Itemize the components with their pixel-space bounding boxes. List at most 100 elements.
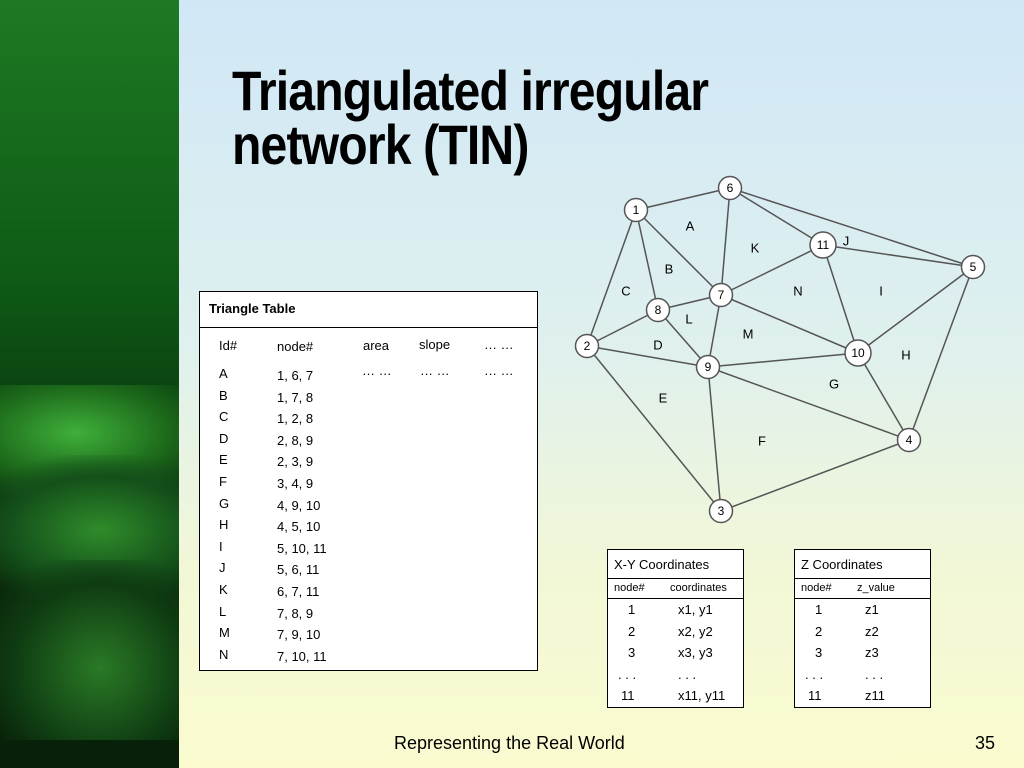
tin-node-label: 9 bbox=[705, 360, 712, 374]
xy-value-cell: x3, y3 bbox=[678, 645, 713, 660]
tin-node-circle bbox=[623, 197, 649, 223]
triangle-label: D bbox=[653, 338, 662, 353]
header-slope: slope bbox=[419, 337, 451, 352]
triangle-label: C bbox=[621, 284, 630, 299]
header-area: area bbox=[363, 338, 390, 353]
triangle-label: N bbox=[793, 284, 802, 299]
tin-node: 3 bbox=[708, 498, 734, 524]
xy-value-cell: x2, y2 bbox=[678, 623, 713, 639]
triangle-label: G bbox=[829, 377, 839, 392]
tin-node-circle bbox=[574, 333, 600, 359]
tin-node-label: 8 bbox=[655, 303, 662, 317]
triangle-nodes: 2, 3, 9 bbox=[277, 454, 314, 470]
tin-node-label: 6 bbox=[727, 181, 734, 195]
tin-node-label: 5 bbox=[970, 260, 977, 274]
slide-footer: Representing the Real World bbox=[394, 733, 625, 753]
header-id: Id# bbox=[219, 338, 238, 353]
xy-value-cell: x11, y11 bbox=[678, 688, 726, 703]
triangle-label: F bbox=[758, 434, 766, 449]
tin-edge bbox=[857, 266, 974, 354]
triangle-label: A bbox=[686, 219, 695, 234]
tin-node-circle bbox=[844, 339, 872, 367]
xy-table-divider bbox=[608, 578, 743, 579]
xy-node-cell: 2 bbox=[628, 623, 636, 639]
triangle-nodes: 7, 10, 11 bbox=[277, 648, 327, 664]
z-node-cell: 3 bbox=[815, 645, 823, 660]
z-table-divider bbox=[795, 598, 930, 599]
triangle-id: N bbox=[219, 646, 229, 662]
triangle-id: A bbox=[219, 366, 228, 381]
triangle-id: M bbox=[219, 625, 230, 641]
xy-table-title: X-Y Coordinates bbox=[614, 557, 710, 572]
tin-node: 7 bbox=[708, 282, 734, 308]
tin-node: 4 bbox=[896, 427, 922, 453]
header-node: node# bbox=[277, 339, 314, 354]
tin-node-label: 4 bbox=[906, 433, 913, 447]
tin-node-circle bbox=[717, 175, 743, 201]
ellipsis-slope: … … bbox=[420, 363, 450, 378]
triangle-id: H bbox=[219, 517, 229, 533]
tin-node: 5 bbox=[960, 254, 986, 280]
terrain-image-valley bbox=[0, 560, 179, 740]
triangle-id: E bbox=[219, 452, 228, 468]
tin-node-label: 3 bbox=[718, 504, 725, 518]
tin-node-circle bbox=[960, 254, 986, 280]
tin-node: 9 bbox=[695, 354, 721, 380]
tin-edge bbox=[635, 209, 659, 311]
z-node-cell: 1 bbox=[815, 602, 823, 617]
z-table-divider bbox=[795, 578, 930, 579]
triangle-label: K bbox=[751, 241, 760, 256]
tin-edge bbox=[729, 187, 974, 268]
triangle-nodes: 7, 9, 10 bbox=[277, 627, 321, 643]
xy-value-cell: . . . bbox=[678, 666, 697, 682]
tin-node-circle bbox=[896, 427, 922, 453]
triangle-id: K bbox=[219, 582, 228, 597]
tin-edge bbox=[908, 266, 974, 441]
z-table-title: Z Coordinates bbox=[801, 557, 883, 572]
triangle-id: B bbox=[219, 387, 228, 403]
tin-edge bbox=[635, 187, 731, 211]
z-node-cell: 2 bbox=[815, 623, 823, 639]
triangle-id: F bbox=[219, 474, 227, 489]
tin-node-label: 7 bbox=[718, 288, 725, 302]
tin-edge bbox=[707, 366, 722, 512]
tin-edge bbox=[707, 366, 910, 441]
triangle-label: B bbox=[665, 262, 674, 277]
tin-node-circle bbox=[809, 231, 837, 259]
decorative-terrain-sidebar bbox=[0, 0, 179, 768]
tin-node: 2 bbox=[574, 333, 600, 359]
xy-header-node: node# bbox=[614, 582, 645, 594]
tin-node-label: 2 bbox=[584, 339, 591, 353]
tin-edge bbox=[720, 187, 731, 296]
tin-edge bbox=[857, 352, 910, 441]
ellipsis-area: … … bbox=[362, 363, 392, 378]
triangle-nodes: 1, 7, 8 bbox=[277, 389, 314, 405]
z-value-cell: z3 bbox=[865, 645, 879, 660]
slide-title: Triangulated irregular network (TIN) bbox=[232, 63, 834, 173]
tin-edge bbox=[586, 345, 709, 368]
tin-edge bbox=[729, 187, 824, 246]
tin-edge bbox=[657, 309, 709, 368]
triangle-id: L bbox=[219, 603, 227, 619]
triangle-label: L bbox=[685, 312, 692, 327]
xy-table-divider bbox=[608, 598, 743, 599]
tin-edge bbox=[707, 352, 859, 368]
tin-edge bbox=[586, 345, 722, 512]
z-value-cell: z1 bbox=[865, 602, 879, 617]
tin-edge bbox=[635, 209, 722, 296]
triangle-nodes: 1, 2, 8 bbox=[277, 411, 314, 427]
triangle-nodes: 3, 4, 9 bbox=[277, 476, 314, 491]
triangle-nodes: 6, 7, 11 bbox=[277, 584, 320, 599]
tin-edge bbox=[822, 244, 859, 354]
xy-node-cell: . . . bbox=[618, 666, 637, 682]
tin-node: 8 bbox=[645, 297, 671, 323]
tin-edge bbox=[720, 294, 859, 354]
tin-node-circle bbox=[708, 498, 734, 524]
tin-node: 6 bbox=[717, 175, 743, 201]
tin-node: 1 bbox=[623, 197, 649, 223]
triangle-table-divider bbox=[200, 327, 537, 328]
triangle-label: J bbox=[843, 234, 850, 249]
